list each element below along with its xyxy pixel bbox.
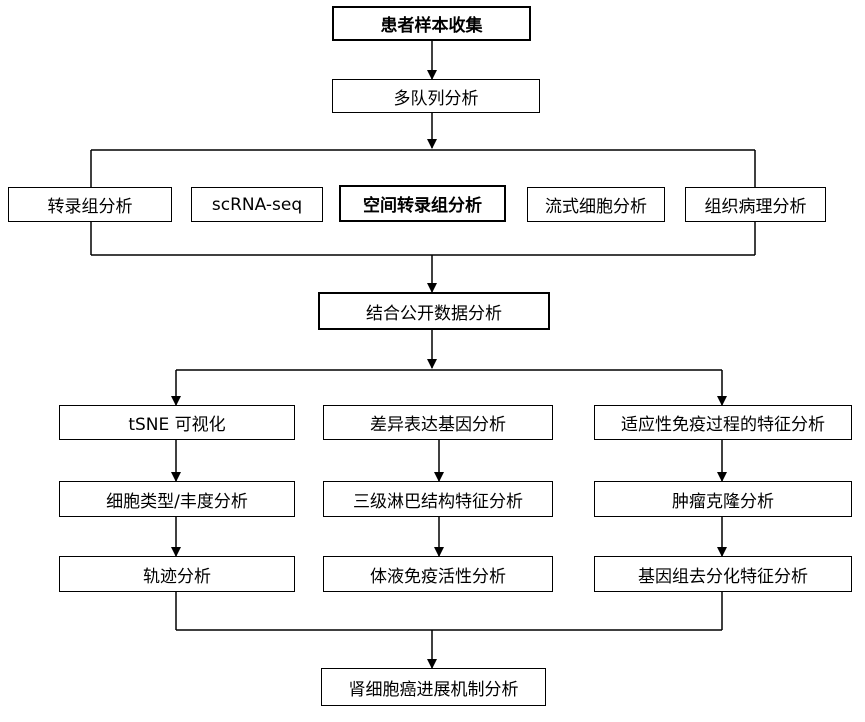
node-rcc-progression-mechanism-analysis: 肾细胞癌进展机制分析 xyxy=(321,668,546,706)
node-public-data-analysis: 结合公开数据分析 xyxy=(318,292,550,330)
node-scrna-seq: scRNA-seq xyxy=(191,187,323,222)
node-flow-cytometry-analysis: 流式细胞分析 xyxy=(527,187,665,222)
node-tsne-visualization: tSNE 可视化 xyxy=(59,405,295,440)
node-humoral-immunity-analysis: 体液免疫活性分析 xyxy=(323,556,553,592)
node-trajectory-analysis: 轨迹分析 xyxy=(59,556,295,592)
node-cell-type-abundance-analysis: 细胞类型/丰度分析 xyxy=(59,481,295,517)
node-spatial-transcriptome-analysis: 空间转录组分析 xyxy=(339,185,506,222)
node-histopathology-analysis: 组织病理分析 xyxy=(685,187,826,222)
node-sample-collection: 患者样本收集 xyxy=(332,6,531,41)
node-deg-analysis: 差异表达基因分析 xyxy=(323,405,553,440)
node-tumor-clonal-analysis: 肿瘤克隆分析 xyxy=(594,481,852,517)
node-transcriptome-analysis: 转录组分析 xyxy=(8,187,172,222)
node-multi-cohort-analysis: 多队列分析 xyxy=(332,79,540,113)
node-adaptive-immunity-analysis: 适应性免疫过程的特征分析 xyxy=(594,405,852,440)
node-tls-feature-analysis: 三级淋巴结构特征分析 xyxy=(323,481,553,517)
node-genome-dedifferentiation-analysis: 基因组去分化特征分析 xyxy=(594,556,852,592)
